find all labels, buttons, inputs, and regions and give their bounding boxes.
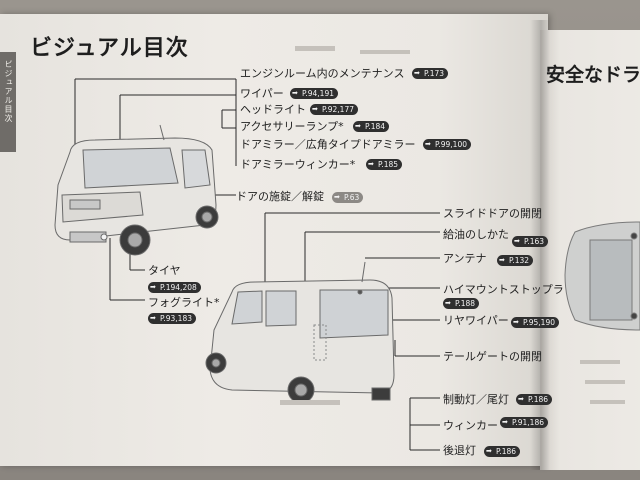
- tire-ref: P.194,208: [148, 282, 201, 293]
- headlight-ref: P.92,177: [310, 104, 358, 115]
- tire-label: タイヤ: [148, 264, 181, 277]
- brake-light-ref: P.186: [516, 394, 553, 405]
- side-tab-label: ビジュアル目次: [4, 60, 13, 123]
- high-mount-label: ハイマウントストップラ: [443, 283, 564, 296]
- door-mirror-ref: P.99,100: [423, 139, 471, 150]
- fuel-label: 給油のしかた: [443, 228, 509, 241]
- brake-light-label: 制動灯／尾灯: [443, 393, 509, 406]
- rear-car-drawing: [205, 261, 395, 404]
- accessory-lamp-ref: P.184: [353, 121, 390, 132]
- foglight-label: フォグライト*: [148, 296, 220, 309]
- high-mount-ref: P.188: [443, 298, 480, 309]
- side-tab: [0, 52, 16, 152]
- right-page-title: 安全なドラ: [546, 64, 640, 86]
- foglight-ref: P.93,183: [148, 313, 196, 324]
- reverse-light-label: 後退灯: [443, 444, 476, 457]
- headlight-label: ヘッドライト: [240, 103, 306, 116]
- accessory-lamp-label: アクセサリーランプ*: [240, 120, 344, 133]
- rear-wiper-label: リヤワイパー: [443, 314, 509, 327]
- door-mirror-label: ドアミラー／広角タイプドアミラー: [240, 138, 416, 151]
- wiper-ref: P.94,191: [290, 88, 338, 99]
- reverse-light-ref: P.186: [484, 446, 521, 457]
- tailgate-label: テールゲートの開閉: [443, 350, 542, 363]
- door-lock-label: ドアの施錠／解錠: [236, 190, 324, 203]
- engine-room-ref: P.173: [412, 68, 449, 79]
- door-lock-ref: P.63: [332, 192, 364, 203]
- winker-label: ウィンカー: [443, 419, 498, 432]
- slide-door-label: スライドドアの開閉: [443, 207, 542, 220]
- right-car-drawing: [564, 221, 640, 331]
- wiper-label: ワイパー: [240, 87, 284, 100]
- mirror-winker-ref: P.185: [366, 159, 403, 170]
- rear-wiper-ref: P.95,190: [511, 317, 559, 328]
- antenna-ref: P.132: [497, 255, 534, 266]
- fuel-ref: P.163: [512, 236, 549, 247]
- ghost-print: [280, 46, 625, 405]
- engine-room-label: エンジンルーム内のメンテナンス: [240, 67, 405, 80]
- mirror-winker-label: ドアミラーウィンカー*: [240, 158, 356, 171]
- winker-ref: P.91,186: [500, 417, 548, 428]
- antenna-label: アンテナ: [443, 252, 487, 265]
- front-car-drawing: [54, 124, 219, 256]
- page-title: ビジュアル目次: [30, 36, 189, 61]
